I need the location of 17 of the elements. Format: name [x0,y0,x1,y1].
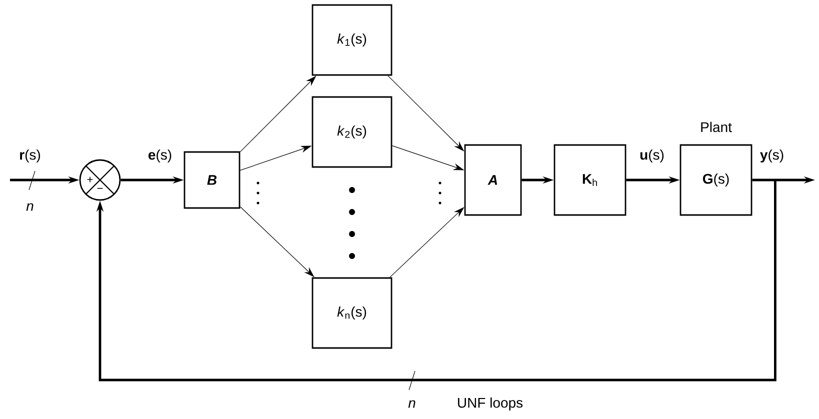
summing-junction: + − [79,159,121,201]
signal-label: UNF loops [458,397,523,410]
signal-label: n [408,400,416,408]
node-label: Plant [701,122,732,132]
block-box: k$_{1}$(s) [312,4,392,76]
block-box: B [184,151,240,209]
block-box: Plant G(s) [680,122,752,216]
block-box: k$_{2}$(s) [312,96,392,168]
block-box: A [464,144,522,216]
edge-label: y(s) [758,148,786,164]
arrow [96,180,776,382]
signal-label: n [26,203,34,211]
edge-label: e(s) [146,148,174,164]
block-box: K$_{h}$ [554,144,626,216]
block-box: k$_{n}$(s) [312,277,392,349]
edge-label: u(s) [638,148,666,164]
edge-label: r(s) [18,148,42,164]
